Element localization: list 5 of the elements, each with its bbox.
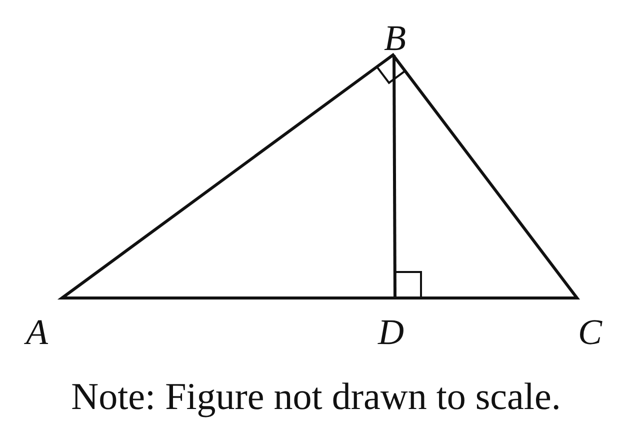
point-label: D	[378, 314, 404, 350]
figure-note: Note: Figure not drawn to scale.	[70, 378, 562, 416]
point-label: B	[384, 20, 406, 56]
point-label: A	[26, 314, 48, 350]
point-label: C	[578, 314, 602, 350]
